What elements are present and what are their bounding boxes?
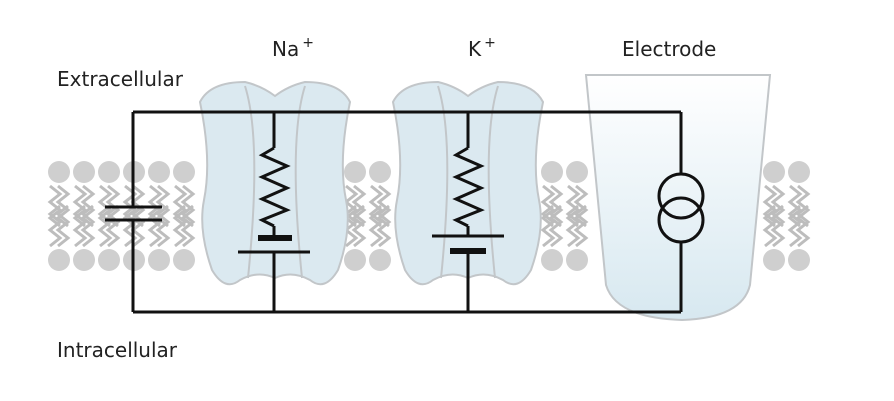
- lipid-tail: [573, 184, 589, 228]
- lipid-head: [369, 161, 391, 183]
- potassium-label: K+: [468, 35, 496, 61]
- lipid-tail: [376, 184, 392, 228]
- lipid-head: [98, 249, 120, 271]
- lipid-head: [73, 249, 95, 271]
- lipid-tail: [548, 184, 564, 228]
- sodium-label: Na+: [272, 35, 314, 61]
- potassium-charge: +: [484, 35, 496, 51]
- lipid-tail: [351, 204, 367, 248]
- lipid-tail: [172, 184, 188, 228]
- lipid-tail: [770, 204, 786, 248]
- current-source: [657, 112, 705, 312]
- lipid-head: [98, 161, 120, 183]
- lipid-tail: [180, 184, 196, 228]
- lipid-tail: [770, 184, 786, 228]
- lipid-tail: [376, 204, 392, 248]
- lipid-head: [344, 161, 366, 183]
- intracellular-label: Intracellular: [57, 338, 178, 362]
- extracellular-label: Extracellular: [57, 67, 184, 91]
- lipid-tail: [573, 204, 589, 248]
- lipid-head: [369, 249, 391, 271]
- equivalent-circuit: [105, 110, 705, 314]
- lipid-molecules: [47, 161, 811, 271]
- lipid-tail: [565, 184, 581, 228]
- lipid-head: [173, 161, 195, 183]
- lipid-tail: [787, 204, 803, 248]
- lipid-head: [48, 249, 70, 271]
- lipid-tail: [172, 204, 188, 248]
- lipid-tail: [548, 204, 564, 248]
- lipid-tail: [565, 204, 581, 248]
- lipid-tail: [787, 184, 803, 228]
- lipid-head: [788, 249, 810, 271]
- lipid-head: [763, 249, 785, 271]
- lipid-head: [173, 249, 195, 271]
- sodium-branch: [238, 112, 310, 312]
- lipid-tail: [55, 184, 71, 228]
- potassium-resistor: [452, 146, 485, 228]
- lipid-head: [541, 161, 563, 183]
- lipid-tail: [795, 204, 811, 248]
- lipid-tail: [105, 204, 121, 248]
- lipid-tail: [80, 184, 96, 228]
- lipid-tail: [155, 204, 171, 248]
- lipid-tail: [72, 204, 88, 248]
- sodium-charge: +: [302, 35, 314, 51]
- electrode-label: Electrode: [622, 37, 716, 61]
- lipid-tail: [130, 204, 146, 248]
- lipid-tail: [540, 184, 556, 228]
- lipid-head: [73, 161, 95, 183]
- lipid-tail: [368, 184, 384, 228]
- sodium-resistor: [258, 146, 291, 228]
- lipid-head: [541, 249, 563, 271]
- lipid-tail: [180, 204, 196, 248]
- lipid-tail: [47, 184, 63, 228]
- lipid-head: [566, 161, 588, 183]
- lipid-head: [48, 161, 70, 183]
- lipid-tail: [55, 204, 71, 248]
- lipid-tail: [147, 204, 163, 248]
- lipid-head: [566, 249, 588, 271]
- lipid-tail: [540, 204, 556, 248]
- lipid-head: [788, 161, 810, 183]
- lipid-head: [148, 161, 170, 183]
- lipid-tail: [762, 184, 778, 228]
- lipid-head: [344, 249, 366, 271]
- lipid-head: [148, 249, 170, 271]
- lipid-tail: [72, 184, 88, 228]
- capacitor: [105, 112, 162, 312]
- lipid-tail: [47, 204, 63, 248]
- lipid-tail: [97, 204, 113, 248]
- lipid-tail: [762, 204, 778, 248]
- lipid-tail: [80, 204, 96, 248]
- lipid-tail: [795, 184, 811, 228]
- lipid-head: [763, 161, 785, 183]
- potassium-branch: [432, 112, 504, 312]
- lipid-bilayer: [47, 161, 811, 271]
- lipid-tail: [368, 204, 384, 248]
- lipid-tail: [351, 184, 367, 228]
